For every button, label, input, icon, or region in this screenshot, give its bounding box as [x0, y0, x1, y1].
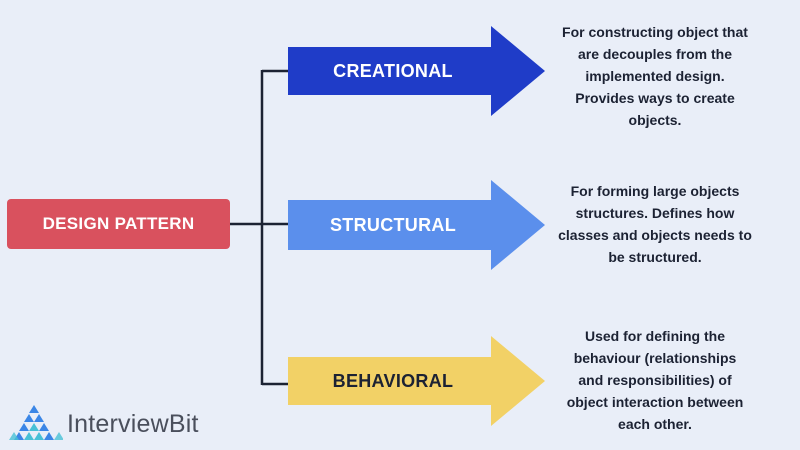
- creational-description: For constructing object that are decoupl…: [562, 24, 748, 128]
- interviewbit-logo: InterviewBit: [5, 402, 205, 442]
- interviewbit-logo-text: InterviewBit: [67, 410, 199, 438]
- structural-arrow-shape: [288, 180, 545, 270]
- structural-arrow: STRUCTURAL: [288, 180, 548, 270]
- interviewbit-triangle-logo-icon: [9, 405, 63, 440]
- structural-description: For forming large objects structures. De…: [558, 183, 752, 265]
- structural-label: STRUCTURAL: [330, 214, 456, 235]
- behavioral-arrow: BEHAVIORAL: [288, 336, 548, 426]
- design-pattern-label: DESIGN PATTERN: [42, 214, 195, 233]
- design-pattern-node: DESIGN PATTERN: [7, 199, 230, 249]
- creational-label: CREATIONAL: [333, 60, 453, 81]
- creational-arrow: CREATIONAL: [288, 26, 548, 116]
- behavioral-label: BEHAVIORAL: [332, 370, 454, 391]
- behavioral-description: Used for defining the behaviour (relatio…: [566, 328, 744, 432]
- creational-arrow-shape: [288, 26, 545, 116]
- behavioral-arrow-shape: [288, 336, 545, 426]
